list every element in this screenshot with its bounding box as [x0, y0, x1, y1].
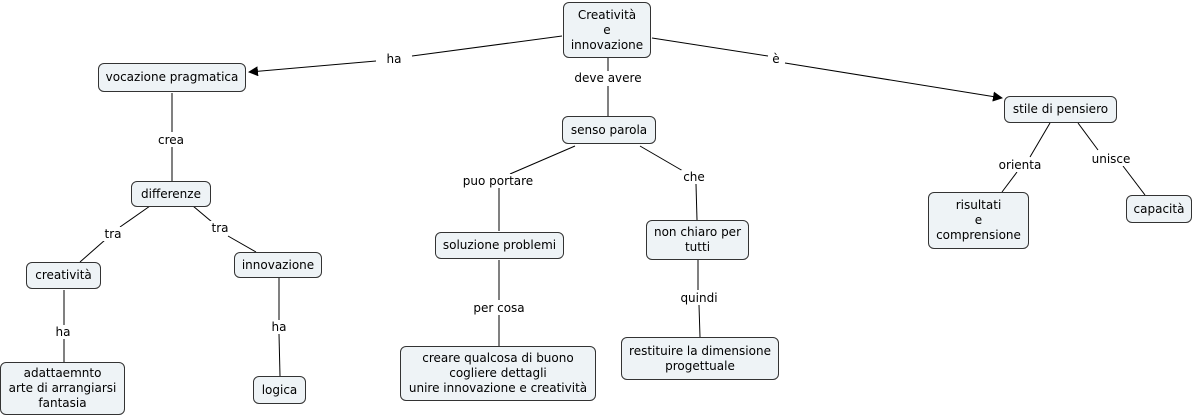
node-text-line: cogliere dettagli	[449, 366, 547, 380]
link-label-deve-avere: deve avere	[572, 71, 644, 85]
concept-vocazione-pragmatica[interactable]: vocazione pragmatica	[98, 63, 246, 92]
node-text-line: stile di pensiero	[1012, 102, 1109, 116]
node-text-line: restituire la dimensione	[629, 343, 771, 358]
concept-capacita[interactable]: capacità	[1126, 195, 1192, 223]
link-label-orienta: orienta	[996, 158, 1044, 172]
concept-innovazione[interactable]: innovazione	[234, 252, 322, 278]
node-text-line: creare qualcosa di buono	[422, 351, 574, 365]
node-text-line: creatività	[35, 268, 92, 282]
node-text-line: innovazione	[570, 37, 644, 52]
link-label-ha-creativita: ha	[53, 325, 73, 339]
connector-quindi-restituire	[698, 304, 701, 338]
node-text-line: non chiaro per	[653, 225, 742, 239]
node-text-line: fantasia	[38, 396, 87, 410]
connector-senso-puoportare	[509, 145, 576, 175]
node-text-line: arte di arrangiarsi	[8, 381, 117, 395]
connector-root-ha	[411, 35, 563, 57]
concept-creare-qualcosa[interactable]: creare qualcosa di buono cogliere dettag…	[400, 346, 596, 401]
concept-adattamento[interactable]: adattaemnto arte di arrangiarsi fantasia	[0, 362, 125, 415]
link-label-puo-portare: puo portare	[460, 174, 536, 188]
link-label-che: che	[681, 170, 707, 184]
node-text-line: logica	[261, 382, 298, 397]
node-text-line: capacità	[1133, 201, 1185, 216]
node-text-line: vocazione pragmatica	[105, 70, 239, 84]
connector-stile-orienta	[1029, 122, 1051, 158]
node-text-line: differenze	[141, 186, 201, 201]
concept-soluzione-problemi[interactable]: soluzione problemi	[435, 232, 564, 259]
connector-ha-logica	[278, 333, 281, 377]
connector-unisce-capacita	[1122, 165, 1146, 196]
connector-root-e	[651, 37, 769, 57]
link-label-unisce: unisce	[1089, 152, 1133, 166]
node-text-line: innovazione	[241, 257, 315, 272]
link-label-crea: crea	[155, 133, 187, 147]
connector-senso-che	[639, 145, 684, 172]
link-label-ha-root: ha	[384, 52, 404, 66]
node-text-line: soluzione problemi	[442, 238, 557, 252]
connector-tra-creativita	[79, 239, 106, 263]
node-text-line: e	[603, 22, 611, 37]
node-text-line: adattaemnto	[23, 366, 102, 380]
concept-creativita[interactable]: creatività	[26, 262, 101, 289]
link-label-per-cosa: per cosa	[471, 301, 527, 315]
node-text-line: comprensione	[936, 228, 1021, 242]
node-text-line: tutti	[684, 240, 711, 254]
node-text-line: Creatività	[577, 7, 637, 22]
concept-senso-parola[interactable]: senso parola	[562, 116, 656, 144]
link-label-ha-innovazione: ha	[269, 320, 289, 334]
connector-che-nonchiaro	[695, 183, 698, 221]
concept-differenze[interactable]: differenze	[131, 181, 211, 207]
connector-e-stile	[784, 62, 1003, 102]
concept-risultati[interactable]: risultati e comprensione	[928, 192, 1029, 249]
concept-restituire[interactable]: restituire la dimensione progettuale	[621, 337, 779, 380]
node-text-line: unire innovazione e creatività	[408, 381, 588, 395]
connector-stile-unisce	[1077, 122, 1099, 151]
link-label-tra-right: tra	[209, 221, 231, 235]
connector-ha-vocazione	[248, 60, 377, 77]
concept-logica[interactable]: logica	[253, 376, 306, 404]
concept-stile-di-pensiero[interactable]: stile di pensiero	[1004, 96, 1117, 123]
node-text-line: senso parola	[570, 122, 648, 137]
link-label-e: è	[770, 52, 782, 66]
node-text-line: progettuale	[665, 358, 735, 373]
connector-orienta-risultati	[1001, 171, 1018, 193]
connector-differenze-tra-left	[119, 205, 151, 228]
link-label-quindi: quindi	[678, 291, 720, 305]
concept-root[interactable]: Creatività e innovazione	[563, 2, 651, 58]
concept-non-chiaro[interactable]: non chiaro per tutti	[646, 220, 749, 260]
connector-tra-innovazione	[227, 235, 257, 253]
node-text-line: risultati	[955, 198, 1002, 212]
connector-differenze-tra-right	[192, 205, 213, 223]
link-label-tra-left: tra	[102, 227, 124, 241]
node-text-line: e	[974, 213, 983, 227]
